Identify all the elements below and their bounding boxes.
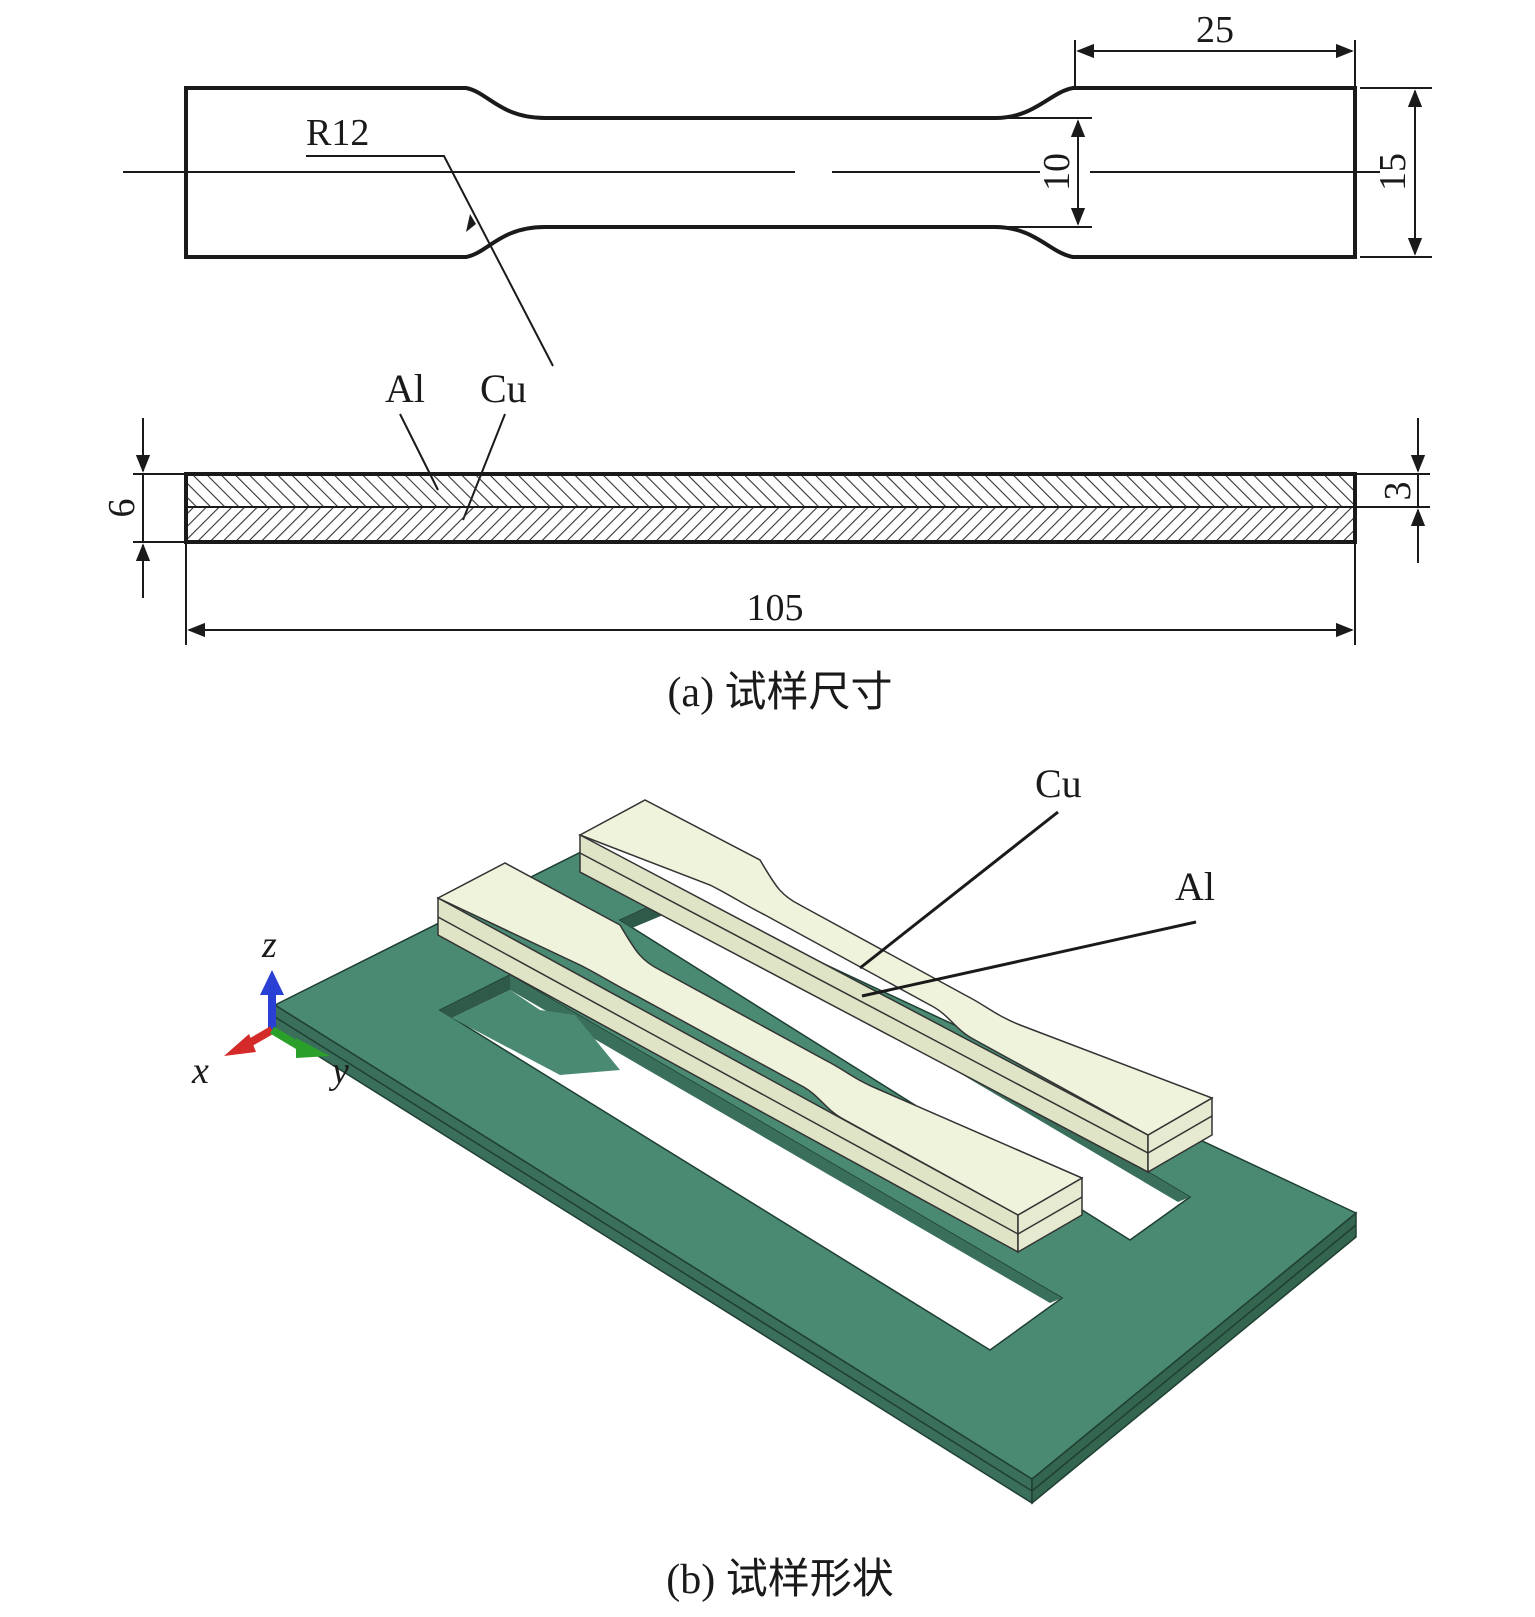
al-3d-leader xyxy=(861,920,1197,998)
specimen-layer-line xyxy=(437,916,1019,1235)
dim-total-thickness: 6 xyxy=(101,499,143,518)
label-al-3d: Al xyxy=(1175,864,1215,909)
dim-layer-thickness: 3 xyxy=(1377,482,1419,501)
dim-fillet-radius: R12 xyxy=(306,112,369,154)
label-cu-3d: Cu xyxy=(1035,761,1082,806)
specimen-3d-front xyxy=(436,862,1084,1254)
axis-z-arrow xyxy=(260,970,284,995)
axis-y-label: y xyxy=(328,1050,349,1092)
slot-wall xyxy=(440,975,510,1018)
cu-3d-leader xyxy=(859,810,1059,970)
dim-total-length: 105 xyxy=(747,587,804,629)
label-al-side: Al xyxy=(385,366,425,411)
dim-grip-length: 25 xyxy=(1196,9,1234,51)
specimen-top xyxy=(436,862,1084,1216)
dim-grip-width: 15 xyxy=(1372,153,1414,191)
fillet-leader xyxy=(306,155,554,367)
fixture-layer-line xyxy=(274,1016,1033,1492)
fillet-leader-arrow xyxy=(466,214,476,232)
cu-layer xyxy=(185,506,1356,543)
caption-a: (a) 试样尺寸 xyxy=(667,670,892,716)
specimen-outline xyxy=(184,86,1357,259)
specimen-3d-back xyxy=(578,799,1214,1174)
specimen-layer-line xyxy=(579,852,1149,1154)
slot-floor xyxy=(452,990,620,1075)
specimen-top-view: 25 15 10 R12 xyxy=(123,9,1432,367)
fixture-3d xyxy=(273,850,1358,1505)
caption-b: (b) 试样形状 xyxy=(666,1557,893,1603)
specimen-layer-line xyxy=(1147,1115,1213,1154)
axis-triad: z x y xyxy=(191,924,349,1092)
specimen-layer-line xyxy=(1017,1196,1083,1235)
axis-y-arrow xyxy=(296,1038,330,1058)
axis-x-arrow xyxy=(224,1034,256,1056)
al-layer xyxy=(185,473,1356,508)
axis-z-label: z xyxy=(261,924,277,966)
fixture-layer-line xyxy=(1031,1224,1357,1492)
slot-wall xyxy=(510,975,1062,1303)
specimen-top xyxy=(578,799,1214,1136)
specimen-side-view: Al Cu 6 3 105 xyxy=(101,366,1430,645)
axis-x-label: x xyxy=(191,1050,209,1092)
dim-gauge-width: 10 xyxy=(1036,153,1078,191)
label-cu-side: Cu xyxy=(480,366,527,411)
